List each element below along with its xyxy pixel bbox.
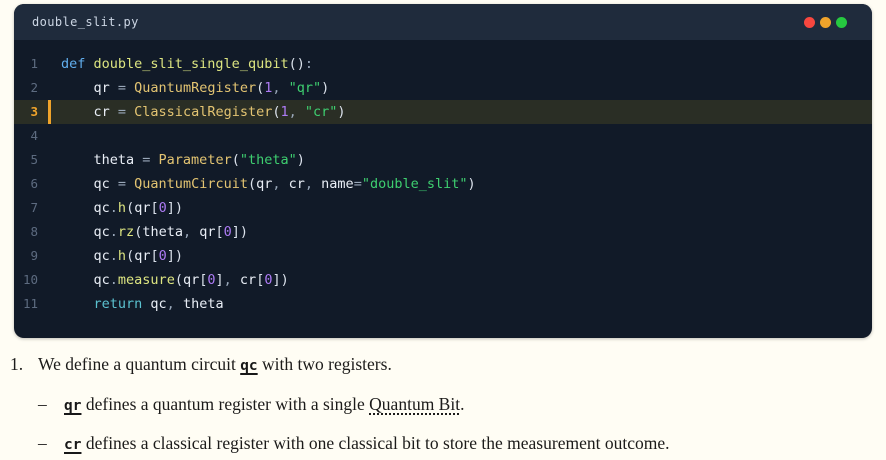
notes-section: 1. We define a quantum circuit qc with t… [10, 351, 876, 459]
sub-bullet-item: – cr defines a classical register with o… [38, 430, 876, 459]
code-editor-window: double_slit.py 1 def double_slit_single_q… [14, 4, 872, 338]
line-number: 7 [30, 200, 38, 215]
line-number: 8 [30, 224, 38, 239]
dotted-term: Quantum Bit [369, 394, 461, 414]
window-titlebar[interactable]: double_slit.py [14, 4, 872, 40]
line-number: 2 [30, 80, 38, 95]
numbered-list-item: 1. We define a quantum circuit qc with t… [10, 351, 876, 380]
inline-code: cr [64, 437, 82, 453]
sub-bullet-text: cr defines a classical register with one… [64, 433, 670, 453]
code-text: qc.h(qr[0]) [61, 248, 184, 264]
sub-bullet-item: – qr defines a quantum register with a s… [38, 391, 876, 420]
sub-bullet-list: – qr defines a quantum register with a s… [38, 391, 876, 459]
code-line[interactable]: 3 cr = ClassicalRegister(1, "cr") [14, 100, 872, 124]
code-text: qc.measure(qr[0], cr[0]) [61, 272, 289, 288]
code-text [48, 124, 872, 148]
line-number: 3 [30, 104, 38, 119]
code-line[interactable]: 2 qr = QuantumRegister(1, "qr") [14, 76, 872, 100]
maximize-button[interactable] [836, 16, 847, 28]
line-number: 6 [30, 176, 38, 191]
code-line[interactable]: 7 qc.h(qr[0]) [14, 196, 872, 220]
code-text: qc = QuantumCircuit(qr, cr, name="double… [61, 176, 476, 192]
code-line[interactable]: 8 qc.rz(theta, qr[0]) [14, 220, 872, 244]
bullet-dash: – [38, 433, 47, 453]
code-text: theta = Parameter("theta") [61, 152, 305, 168]
filename-title: double_slit.py [32, 15, 139, 29]
inline-code: qc [240, 358, 258, 374]
line-number: 5 [30, 152, 38, 167]
code-line[interactable]: 6 qc = QuantumCircuit(qr, cr, name="doub… [14, 172, 872, 196]
code-line[interactable]: 1 def double_slit_single_qubit(): [14, 52, 872, 76]
code-area[interactable]: 1 def double_slit_single_qubit(): 2 qr = Q… [14, 40, 872, 316]
code-line[interactable]: 11 return qc, theta [14, 292, 872, 316]
code-text: return qc, theta [61, 296, 224, 312]
code-text: qr = QuantumRegister(1, "qr") [61, 80, 330, 96]
inline-code: qr [64, 398, 82, 414]
code-text: cr = ClassicalRegister(1, "cr") [48, 100, 872, 124]
code-line[interactable]: 9 qc.h(qr[0]) [14, 244, 872, 268]
minimize-button[interactable] [820, 16, 831, 28]
sub-bullet-text: qr defines a quantum register with a sin… [64, 394, 465, 414]
line-number: 1 [30, 56, 38, 71]
bullet-dash: – [38, 394, 47, 414]
line-number: 11 [22, 296, 38, 311]
line-number: 4 [30, 128, 38, 143]
list-item-number: 1. [10, 354, 24, 374]
line-number: 9 [30, 248, 38, 263]
close-button[interactable] [804, 16, 815, 28]
code-text: qc.rz(theta, qr[0]) [61, 224, 249, 240]
code-line[interactable]: 5 theta = Parameter("theta") [14, 148, 872, 172]
code-text: qc.h(qr[0]) [61, 200, 184, 216]
code-text: def double_slit_single_qubit(): [61, 56, 313, 72]
line-number: 10 [22, 272, 38, 287]
code-line[interactable]: 4 [14, 124, 872, 148]
code-line[interactable]: 10 qc.measure(qr[0], cr[0]) [14, 268, 872, 292]
window-controls [804, 16, 847, 28]
list-item-text: We define a quantum circuit qc with two … [38, 354, 392, 374]
